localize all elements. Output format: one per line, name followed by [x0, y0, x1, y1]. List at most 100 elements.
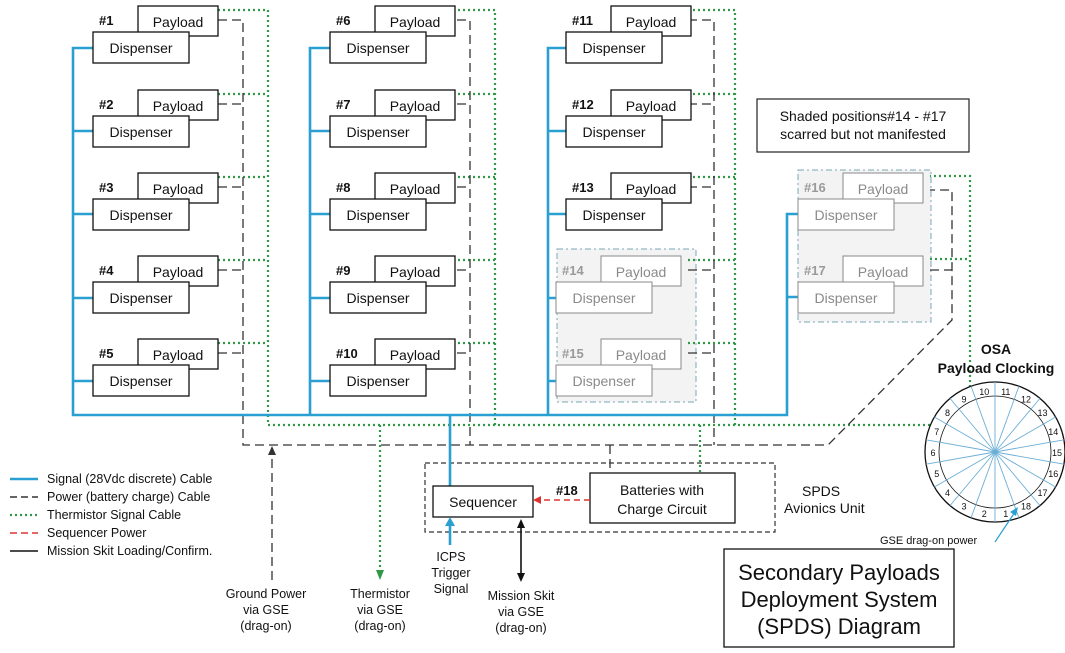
legend-item: Power (battery charge) Cable	[10, 490, 210, 504]
dispenser-label: Dispenser	[582, 124, 645, 140]
payload-label: Payload	[626, 14, 677, 30]
payload-label: Payload	[626, 98, 677, 114]
dispenser-box	[797, 198, 895, 231]
legend-item: Signal (28Vdc discrete) Cable	[10, 472, 212, 486]
avionics-unit-boundary	[424, 462, 776, 533]
osa-spoke	[994, 451, 1020, 518]
sequencer-link-number: #18	[556, 483, 578, 498]
osa-position-label: 3	[961, 502, 966, 512]
module-number: #13	[572, 180, 594, 195]
payload-label: Payload	[153, 264, 204, 280]
module-number: #9	[336, 263, 350, 278]
dispenser-box	[329, 31, 427, 64]
batteries-box	[589, 472, 736, 524]
svg-text:(drag-on): (drag-on)	[240, 619, 291, 633]
svg-text:via GSE: via GSE	[498, 605, 544, 619]
osa-spoke	[994, 386, 1020, 453]
osa-spoke	[994, 439, 1065, 453]
note-box	[756, 98, 970, 153]
osa-position-label: 5	[934, 469, 939, 479]
payload-box	[842, 255, 924, 287]
dispenser-label: Dispenser	[346, 207, 409, 223]
module-number: #3	[99, 180, 113, 195]
osa-spoke	[934, 451, 996, 488]
osa-position-label: 16	[1048, 469, 1058, 479]
payload-box	[374, 338, 456, 370]
dispenser-box	[555, 281, 653, 314]
svg-text:Signal: Signal	[434, 582, 469, 596]
dispenser-label: Dispenser	[814, 207, 877, 223]
dispenser-label: Dispenser	[582, 40, 645, 56]
thermistor-label: Thermistor via GSE (drag-on)	[350, 587, 410, 633]
osa-position-label: 18	[1021, 502, 1031, 512]
svg-text:Trigger: Trigger	[431, 566, 470, 580]
mission-skit-arrow	[517, 519, 525, 582]
payload-label: Payload	[153, 347, 204, 363]
dispenser-box	[329, 364, 427, 397]
ground-power-label: Ground Power via GSE (drag-on)	[226, 587, 307, 633]
title-line2: Deployment System	[741, 587, 938, 612]
module-number: #16	[804, 180, 826, 195]
svg-text:Mission Skit: Mission Skit	[488, 589, 555, 603]
dispenser-box	[329, 115, 427, 148]
osa-spoke	[970, 386, 996, 453]
payload-label: Payload	[153, 98, 204, 114]
osa-spoke	[994, 451, 1065, 465]
icps-trigger-arrow	[445, 517, 455, 545]
module-number: #6	[336, 13, 350, 28]
payload-box	[137, 338, 219, 370]
note-line1: Shaded positions#14 - #17	[780, 108, 947, 124]
dispenser-box	[92, 281, 190, 314]
dispenser-label: Dispenser	[582, 207, 645, 223]
payload-label: Payload	[390, 347, 441, 363]
avionics-line1: SPDS	[802, 483, 840, 499]
dispenser-box	[797, 281, 895, 314]
payload-label: Payload	[858, 264, 909, 280]
dispenser-label: Dispenser	[346, 124, 409, 140]
dispenser-label: Dispenser	[346, 290, 409, 306]
dispenser-box	[329, 198, 427, 231]
legend-item: Sequencer Power	[10, 526, 146, 540]
batteries-line2: Charge Circuit	[617, 501, 707, 517]
osa-spoke	[925, 451, 996, 465]
signal-cable-lines	[71, 46, 805, 489]
sequencer-power-arrow	[533, 496, 541, 504]
payload-box	[137, 172, 219, 204]
svg-text:via GSE: via GSE	[243, 603, 289, 617]
module-number: #10	[336, 346, 358, 361]
dispenser-box	[565, 198, 663, 231]
thermistor-arrow	[376, 570, 384, 580]
svg-text:Ground Power: Ground Power	[226, 587, 307, 601]
osa-spoke	[994, 416, 1056, 453]
legend-label: Sequencer Power	[47, 526, 146, 540]
dispenser-label: Dispenser	[109, 124, 172, 140]
svg-text:(drag-on): (drag-on)	[495, 621, 546, 635]
payload-box	[137, 5, 219, 37]
dispenser-box	[565, 31, 663, 64]
gse-drag-on-label: GSE drag-on power	[880, 535, 978, 547]
dispenser-label: Dispenser	[109, 207, 172, 223]
osa-position-label: 15	[1052, 448, 1062, 458]
svg-text:(drag-on): (drag-on)	[354, 619, 405, 633]
batteries-line1: Batteries with	[620, 482, 704, 498]
legend-label: Thermistor Signal Cable	[47, 508, 181, 522]
module-number: #7	[336, 97, 350, 112]
payload-label: Payload	[616, 264, 667, 280]
payload-label: Payload	[390, 181, 441, 197]
osa-position-label: 11	[1001, 387, 1010, 397]
svg-text:via GSE: via GSE	[357, 603, 403, 617]
osa-position-label: 1	[1003, 509, 1008, 519]
dispenser-label: Dispenser	[814, 290, 877, 306]
avionics-line2: Avionics Unit	[784, 500, 865, 516]
